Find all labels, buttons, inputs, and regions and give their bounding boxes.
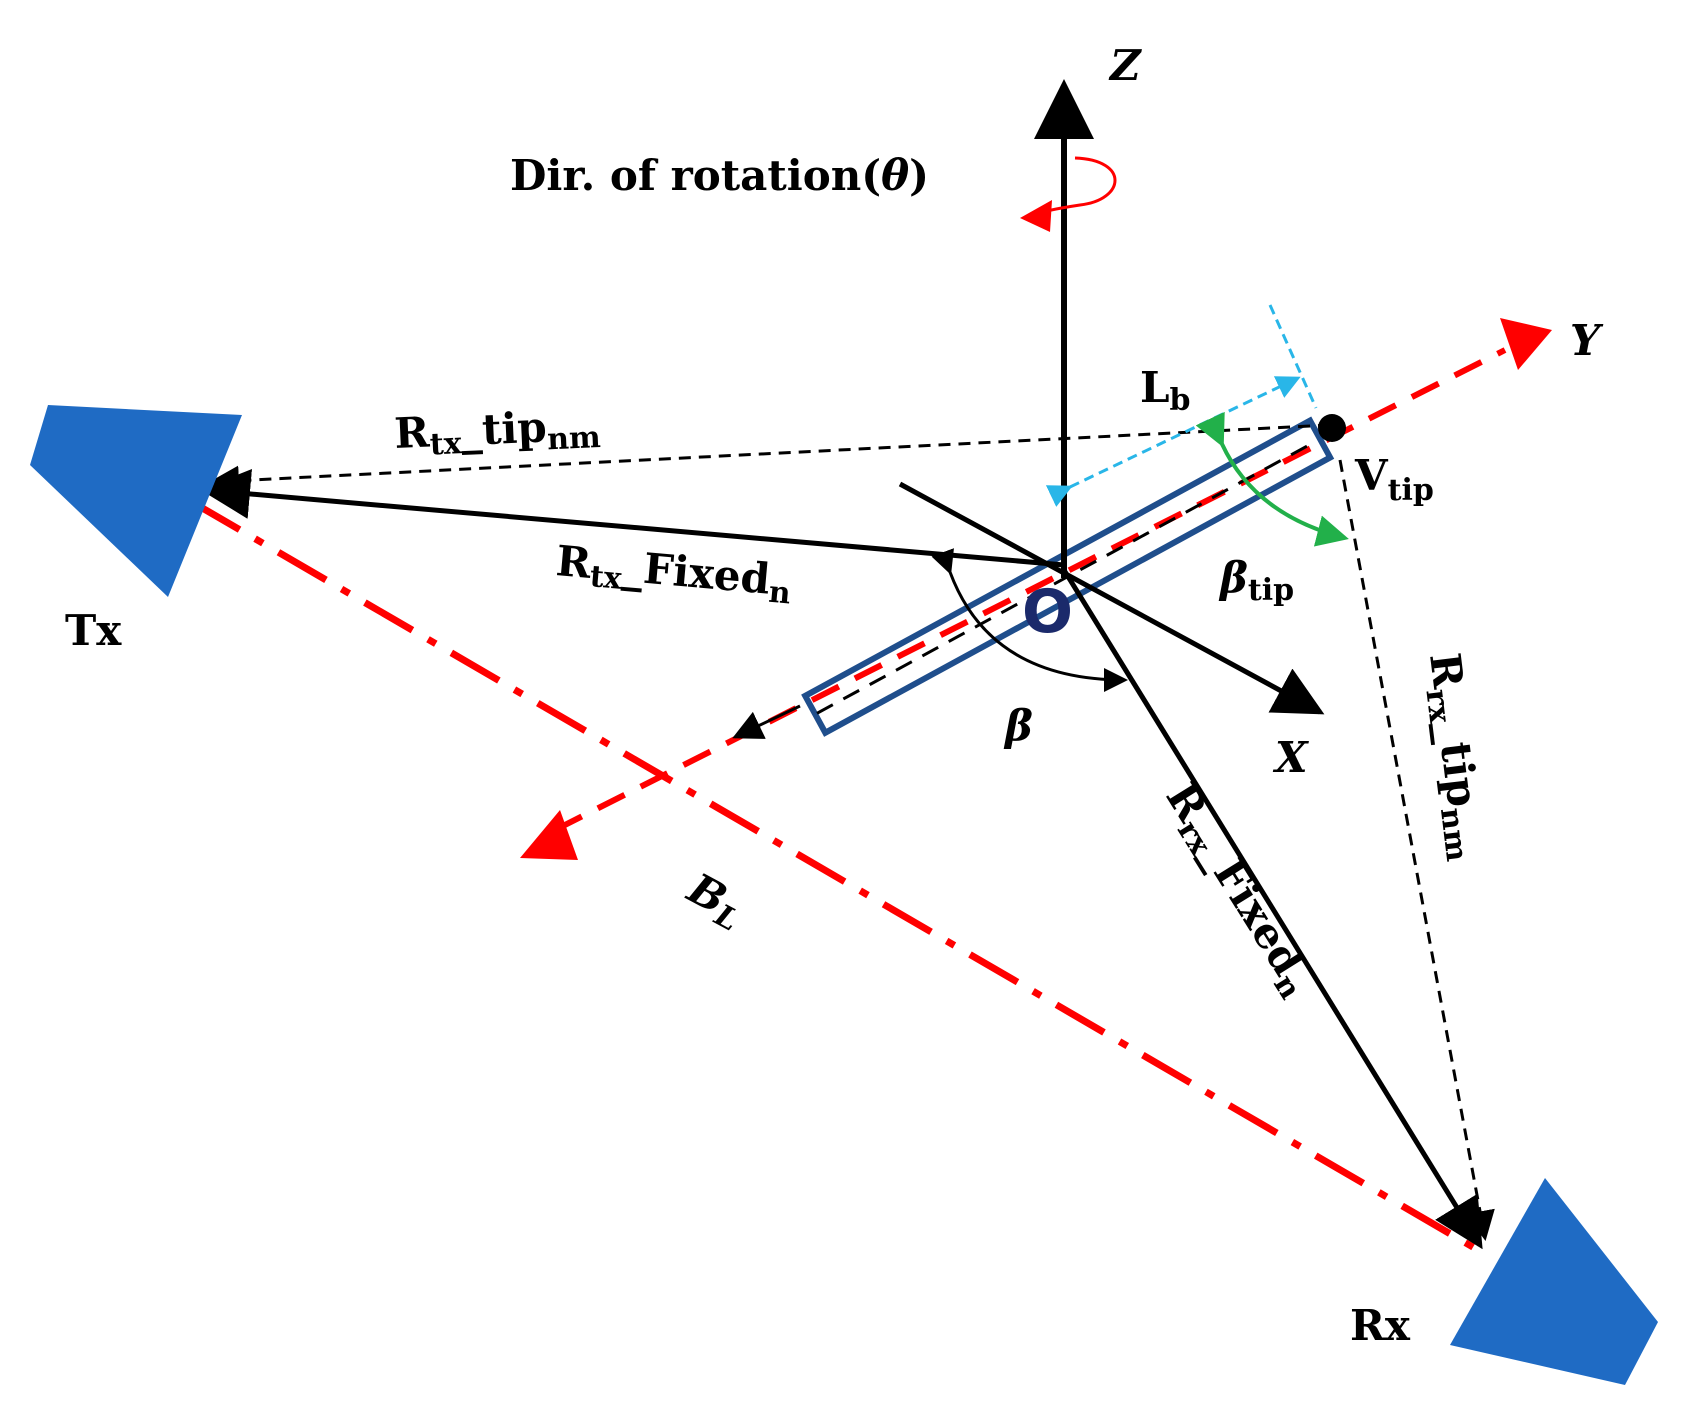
y-axis-arrowhead xyxy=(1500,318,1552,370)
beta-tip-label: βtip xyxy=(1218,553,1294,608)
z-axis-label: Z xyxy=(1108,41,1142,90)
rtx-tip-line xyxy=(209,423,1331,496)
beta-arc xyxy=(931,548,1128,692)
rtx-fixed-line xyxy=(200,469,1065,568)
tx-antenna-icon xyxy=(30,405,242,597)
beta-tip-arc xyxy=(1195,411,1349,547)
bl-label: BL xyxy=(677,863,754,939)
rrx-fixed-label: Rrx_Fixedn xyxy=(1151,774,1324,1005)
tx-label: Tx xyxy=(65,606,122,655)
blade-direction-arrow xyxy=(732,704,801,739)
baseline-line xyxy=(190,498,1480,1254)
lb-dimension-line xyxy=(1045,376,1301,507)
rrx-fixed-line xyxy=(1061,568,1483,1250)
rtx-tip-label: Rtx_tipnm xyxy=(393,400,601,464)
vtip-label: Vtip xyxy=(1354,451,1434,508)
rtx-fixed-label: Rtx_Fixedn xyxy=(554,536,794,611)
vtip-point xyxy=(1318,414,1346,442)
x-axis-label: X xyxy=(1272,733,1309,782)
rotation-label: Dir. of rotation(θ) xyxy=(510,151,929,200)
rx-label: Rx xyxy=(1350,1301,1411,1350)
rotation-arrowhead xyxy=(1020,200,1052,232)
origin-label: O xyxy=(1022,577,1073,647)
rx-antenna-icon xyxy=(1450,1178,1658,1385)
lb-extension-line xyxy=(1268,304,1318,409)
y-axis-label: Y xyxy=(1570,316,1604,365)
beta-label: β xyxy=(1003,701,1033,750)
rrx-tip-label: Rrx_tipnm xyxy=(1414,650,1494,863)
y-axis-negative-arrowhead xyxy=(520,810,578,860)
rrx-tip-line xyxy=(1338,459,1495,1241)
lb-label: Lb xyxy=(1140,363,1191,418)
